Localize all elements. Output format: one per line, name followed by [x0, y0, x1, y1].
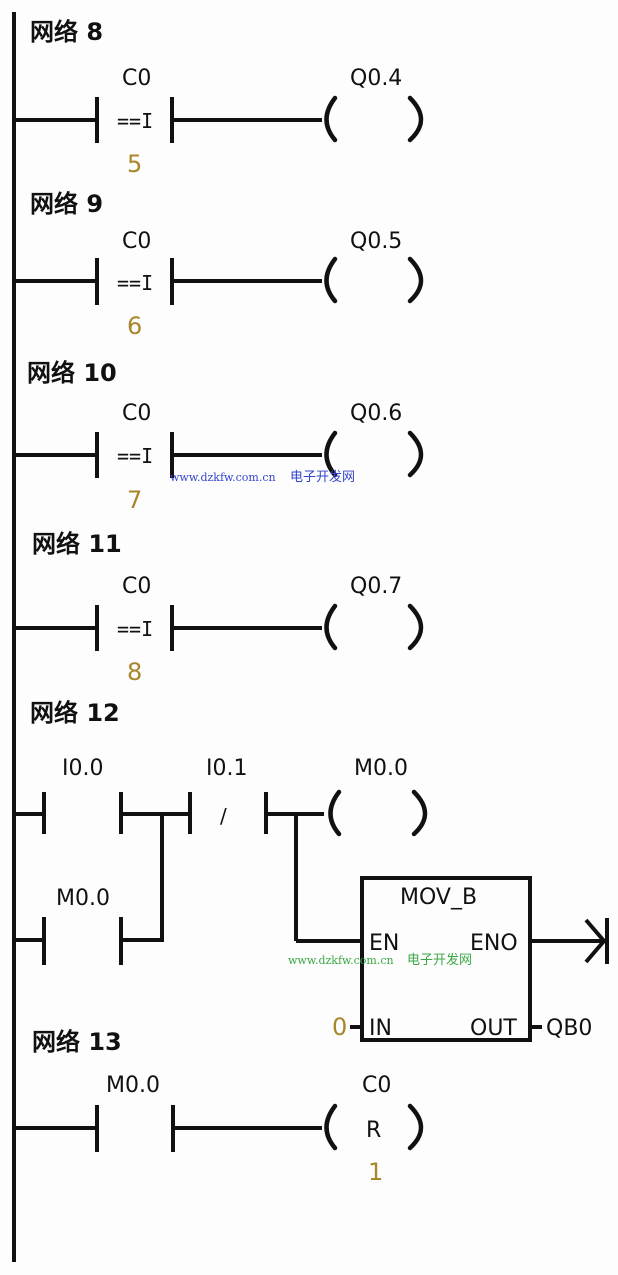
watermark-url: www.dzkfw.com.cn: [170, 471, 276, 484]
contact-address-i0-0: I0.0: [62, 756, 103, 781]
coil-address: Q0.4: [350, 66, 402, 91]
network-title: 网络 12: [30, 699, 120, 727]
coil-left: [324, 603, 338, 651]
coil-type: R: [366, 1118, 381, 1143]
mov-b-box[interactable]: MOV_B EN ENO IN OUT: [360, 876, 532, 1042]
network-title: 网络 9: [30, 190, 103, 218]
in-value: 0: [332, 1013, 347, 1041]
coil-address: C0: [362, 1073, 391, 1098]
compare-value: 6: [127, 312, 142, 340]
watermark-name: 电子开发网: [290, 469, 355, 485]
coil-address: Q0.7: [350, 574, 402, 599]
coil-right: [407, 256, 424, 304]
network-title: 网络 8: [30, 18, 103, 46]
compare-value: 7: [127, 486, 142, 514]
coil-left: [324, 1103, 338, 1151]
coil-left: [324, 95, 338, 143]
coil-address: Q0.5: [350, 229, 402, 254]
contact-address: C0: [122, 66, 151, 91]
coil-address-m0-0: M0.0: [354, 756, 408, 781]
network-title: 网络 13: [32, 1028, 122, 1056]
compare-value: 8: [127, 658, 142, 686]
network-12[interactable]: 网络 12 I0.0 M0.0 I0.1 / M0.0 MOV_B EN: [14, 699, 609, 1042]
watermark-name: 电子开发网: [407, 952, 472, 968]
compare-operator: ==I: [117, 109, 153, 133]
nc-slash: /: [220, 804, 227, 828]
box-en: EN: [369, 931, 399, 956]
compare-value: 5: [127, 150, 142, 178]
contact-address: C0: [122, 229, 151, 254]
network-title: 网络 11: [32, 530, 122, 558]
box-eno: ENO: [470, 931, 518, 956]
contact-address: M0.0: [106, 1073, 160, 1098]
network-title: 网络 10: [27, 359, 117, 387]
contact-address-i0-1: I0.1: [206, 756, 247, 781]
compare-operator: ==I: [117, 444, 153, 468]
coil-right: [407, 430, 424, 478]
function-box: [360, 876, 532, 1042]
network-10[interactable]: 网络 10 C0 ==I 7 Q0.6: [14, 359, 424, 514]
box-in: IN: [369, 1016, 392, 1041]
coil-right: [407, 95, 424, 143]
network-11[interactable]: 网络 11 C0 ==I 8 Q0.7: [14, 530, 424, 686]
network-8[interactable]: 网络 8 C0 ==I 5 Q0.4: [14, 18, 424, 178]
coil-left: [328, 789, 342, 837]
reset-count: 1: [368, 1158, 383, 1186]
contact-address: C0: [122, 401, 151, 426]
coil-right: [407, 603, 424, 651]
coil-left: [324, 430, 338, 478]
network-9[interactable]: 网络 9 C0 ==I 6 Q0.5: [14, 190, 424, 340]
box-name: MOV_B: [400, 885, 477, 910]
watermark: www.dzkfw.com.cn 电子开发网: [288, 952, 472, 968]
out-value: QB0: [546, 1016, 592, 1041]
compare-operator: ==I: [117, 271, 153, 295]
contact-address: C0: [122, 574, 151, 599]
coil-address: Q0.6: [350, 401, 402, 426]
contact-address-m0-0-hold: M0.0: [56, 886, 110, 911]
coil-left: [324, 256, 338, 304]
coil-right: [407, 1103, 424, 1151]
coil-right: [411, 789, 428, 837]
network-13[interactable]: 网络 13 M0.0 C0 R 1: [14, 1028, 424, 1186]
box-out: OUT: [470, 1016, 517, 1041]
compare-operator: ==I: [117, 617, 153, 641]
watermark: www.dzkfw.com.cn 电子开发网: [170, 469, 355, 485]
eno-arrow-icon: [584, 918, 607, 964]
watermark-url: www.dzkfw.com.cn: [288, 954, 394, 967]
